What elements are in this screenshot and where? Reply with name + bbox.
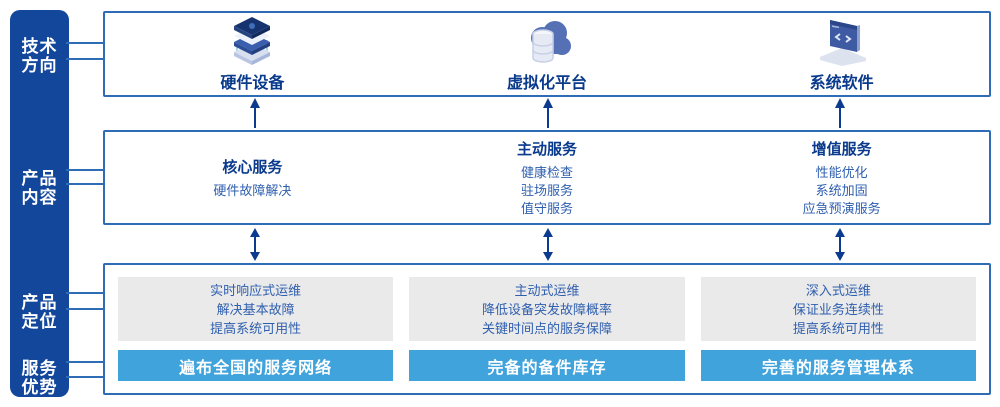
sidebar-label-line: 优势 (21, 378, 58, 397)
double-arrow-icon (835, 228, 845, 261)
sidebar-label-line: 产品 (21, 293, 58, 312)
connector-line (66, 361, 104, 363)
double-arrow-icon (250, 228, 260, 261)
position-panel: 深入式运维 保证业务连续性 提高系统可用性 (700, 277, 976, 341)
service-group-core: 核心服务 硬件故障解决 (105, 132, 400, 223)
double-arrow-icon (543, 228, 553, 261)
connector-line (66, 58, 104, 60)
code-window-icon (813, 16, 871, 66)
service-group-title: 主动服务 (517, 140, 578, 158)
tech-item-system-software: 系统软件 (694, 13, 989, 95)
position-line: 提高系统可用性 (792, 320, 884, 336)
tech-item-hardware: 硬件设备 (105, 13, 400, 95)
sidebar-item-service-advantage: 服务 优势 (10, 359, 69, 397)
service-item: 健康检查 (521, 164, 574, 180)
position-column-deep: 深入式运维 保证业务连续性 提高系统可用性 完善的服务管理体系 (700, 277, 976, 381)
service-group-title: 增值服务 (811, 140, 872, 158)
up-arrow-icon (543, 98, 553, 128)
service-item: 驻场服务 (521, 182, 574, 198)
service-item: 性能优化 (815, 164, 868, 180)
sidebar-item-product-content: 产品 内容 (10, 169, 69, 207)
connector-line (66, 376, 104, 378)
tech-item-label: 系统软件 (809, 74, 874, 92)
advantage-bar: 完备的备件库存 (409, 350, 685, 381)
sidebar-item-tech-direction: 技术 方向 (10, 37, 69, 75)
service-item: 应急预演服务 (802, 200, 881, 216)
position-line: 解决基本故障 (216, 301, 295, 317)
sidebar-label-line: 产品 (21, 169, 58, 188)
cloud-database-icon (518, 16, 576, 66)
advantage-bar: 完善的服务管理体系 (700, 350, 976, 381)
product-position-box: 实时响应式运维 解决基本故障 提高系统可用性 遍布全国的服务网络 主动式运维 降… (103, 263, 991, 395)
tech-item-label: 硬件设备 (220, 74, 285, 92)
sidebar-label-line: 定位 (21, 312, 58, 331)
position-line: 降低设备突发故障概率 (481, 301, 612, 317)
tech-direction-box: 硬件设备 虚拟化平台 (103, 11, 991, 97)
position-line: 实时响应式运维 (210, 282, 302, 298)
position-line: 保证业务连续性 (792, 301, 884, 317)
service-group-title: 核心服务 (222, 158, 283, 176)
sidebar-label-line: 方向 (21, 56, 58, 75)
position-panel: 实时响应式运维 解决基本故障 提高系统可用性 (118, 277, 394, 341)
sidebar-label-line: 技术 (21, 37, 58, 56)
service-item: 硬件故障解决 (213, 182, 292, 198)
position-line: 主动式运维 (514, 282, 580, 298)
connector-line (66, 169, 104, 171)
tech-item-virtualization: 虚拟化平台 (400, 13, 695, 95)
position-line: 关键时间点的服务保障 (481, 320, 612, 336)
connector-line (66, 42, 104, 44)
position-panel: 主动式运维 降低设备突发故障概率 关键时间点的服务保障 (409, 277, 685, 341)
connector-line (66, 183, 104, 185)
position-column-proactive: 主动式运维 降低设备突发故障概率 关键时间点的服务保障 完备的备件库存 (409, 277, 685, 381)
advantage-bar: 遍布全国的服务网络 (118, 350, 394, 381)
up-arrow-icon (835, 98, 845, 128)
up-arrow-icon (250, 98, 260, 128)
service-group-value-added: 增值服务 性能优化 系统加固 应急预演服务 (694, 132, 989, 223)
tech-item-label: 虚拟化平台 (507, 74, 588, 92)
connector-line (66, 308, 104, 310)
service-group-proactive: 主动服务 健康检查 驻场服务 值守服务 (400, 132, 695, 223)
service-item: 系统加固 (815, 182, 868, 198)
sidebar-label-line: 内容 (21, 188, 58, 207)
sidebar-label-line: 服务 (21, 359, 58, 378)
position-column-realtime: 实时响应式运维 解决基本故障 提高系统可用性 遍布全国的服务网络 (118, 277, 394, 381)
service-item: 值守服务 (521, 200, 574, 216)
position-line: 深入式运维 (805, 282, 871, 298)
position-line: 提高系统可用性 (210, 320, 302, 336)
product-content-box: 核心服务 硬件故障解决 主动服务 健康检查 驻场服务 值守服务 增值服务 性能优… (103, 130, 991, 225)
server-stack-icon (223, 16, 281, 66)
connector-line (66, 292, 104, 294)
sidebar: 技术 方向 产品 内容 产品 定位 服务 优势 (10, 10, 69, 397)
sidebar-item-product-position: 产品 定位 (10, 293, 69, 331)
